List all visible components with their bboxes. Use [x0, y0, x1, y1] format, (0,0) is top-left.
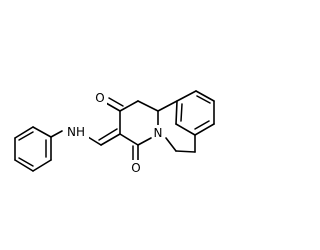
double-bond [180, 103, 183, 122]
double-bond [18, 131, 34, 141]
atom-label-amine: NH [63, 124, 89, 139]
bond [119, 100, 139, 112]
double-bond [98, 128, 118, 141]
bond [14, 159, 34, 172]
amine-label: NH [67, 125, 85, 139]
bond [194, 123, 215, 136]
benzo-ring [175, 90, 215, 136]
molecule-structure: O O NH N [14, 90, 215, 175]
bond [176, 90, 197, 102]
bond [50, 130, 63, 138]
bond [100, 133, 121, 146]
bond [165, 137, 177, 152]
double-bond [108, 97, 124, 107]
double-bond [18, 157, 34, 167]
atom-label-ring-nitrogen: N [152, 125, 165, 140]
bond [175, 123, 196, 136]
atom-label-oxygen-top: O [94, 90, 107, 105]
bond [157, 100, 178, 112]
bond [32, 159, 52, 172]
bond [137, 137, 152, 146]
bond [14, 126, 34, 139]
double-bond [194, 120, 210, 130]
carbonyl-bottom [132, 144, 139, 162]
bond [119, 133, 139, 146]
dione-ring [119, 100, 159, 146]
double-bond [196, 95, 211, 104]
bond [175, 150, 196, 153]
ring-nitrogen-label: N [154, 126, 163, 140]
carbonyl-top [105, 97, 124, 112]
enamine-chain [50, 128, 121, 146]
tetrahydro-ring [157, 100, 196, 153]
oxygen-top-label: O [95, 91, 104, 105]
bond [137, 100, 159, 112]
bond [105, 102, 121, 112]
bond [195, 90, 215, 102]
bond [32, 126, 52, 138]
oxygen-bottom-label: O [131, 161, 140, 175]
bond [175, 100, 178, 125]
phenyl-ring [14, 126, 52, 172]
bond [87, 136, 102, 146]
atom-label-oxygen-bottom: O [130, 160, 143, 175]
